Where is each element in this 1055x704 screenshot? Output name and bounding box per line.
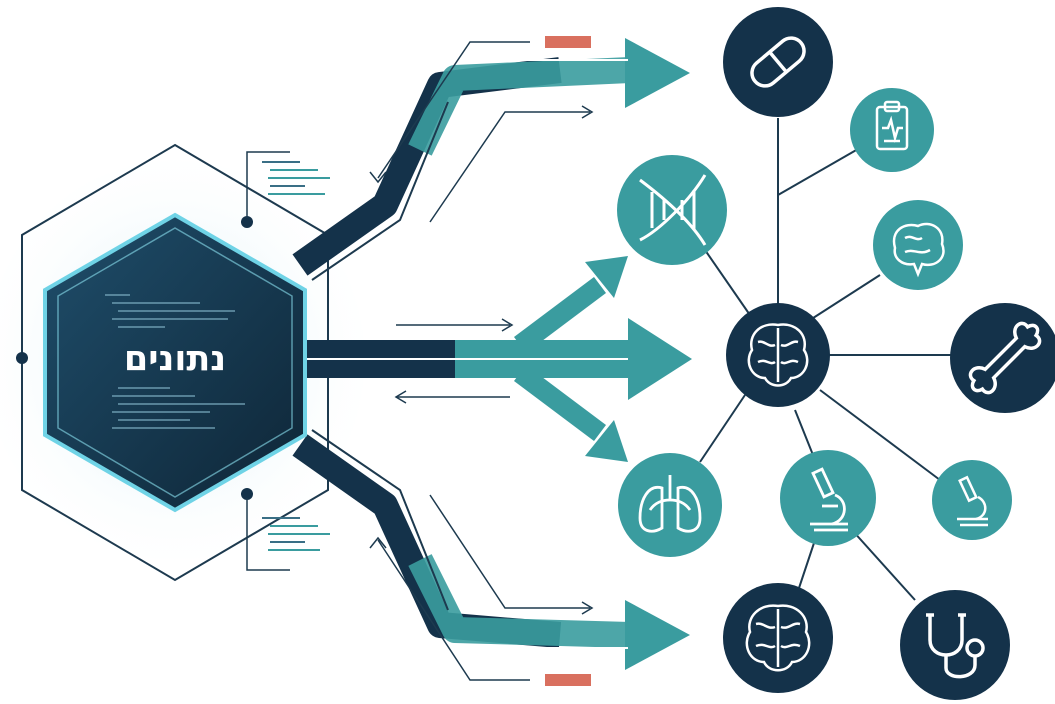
- node-dna: [617, 155, 727, 265]
- clipboard-icon: [875, 100, 909, 151]
- node-microscope-1: [780, 450, 876, 546]
- brain-icon: [745, 604, 811, 672]
- microscope-icon: [957, 475, 988, 527]
- brain-icon: [892, 222, 945, 278]
- microscope-icon: [810, 467, 848, 532]
- flow-ribbon-bottom: [292, 429, 690, 670]
- hub-node-dot: [241, 488, 253, 500]
- arrow-head-top: [625, 38, 690, 108]
- accent-marker-top: [545, 36, 591, 48]
- hub-code-lines: [105, 294, 245, 429]
- pill-icon: [750, 36, 806, 88]
- hub-node-dot: [241, 216, 253, 228]
- node-pill: [723, 7, 833, 117]
- arrow-head-branch-down: [585, 420, 628, 462]
- accent-marker-bottom: [545, 674, 591, 686]
- hub-hexagon: נתונים: [43, 212, 307, 513]
- flow-ribbon-top: [292, 38, 690, 281]
- brain-icon: [747, 323, 809, 387]
- node-clipboard: [850, 88, 934, 172]
- arrow-head-branch-up: [585, 256, 628, 298]
- lungs-icon: [638, 475, 702, 533]
- arrow-head-middle: [628, 318, 692, 400]
- code-snippet-bottom: [246, 498, 330, 571]
- node-brain-small: [873, 200, 963, 290]
- dna-icon: [639, 174, 707, 246]
- hub-node-dot: [16, 352, 28, 364]
- code-snippet-top: [246, 151, 330, 218]
- node-brain-bottom: [723, 583, 833, 693]
- node-brain-center: [726, 303, 830, 407]
- node-lungs: [618, 453, 722, 557]
- thin-arrows: [369, 41, 594, 681]
- node-stethoscope: [900, 590, 1010, 700]
- arrow-head-bottom: [625, 600, 690, 670]
- bone-icon: [968, 321, 1042, 395]
- flow-ribbon-middle: [295, 256, 692, 462]
- node-bone: [950, 303, 1055, 413]
- hub-title: נתונים: [124, 339, 226, 379]
- stethoscope-icon: [926, 613, 985, 679]
- node-microscope-2: [932, 460, 1012, 540]
